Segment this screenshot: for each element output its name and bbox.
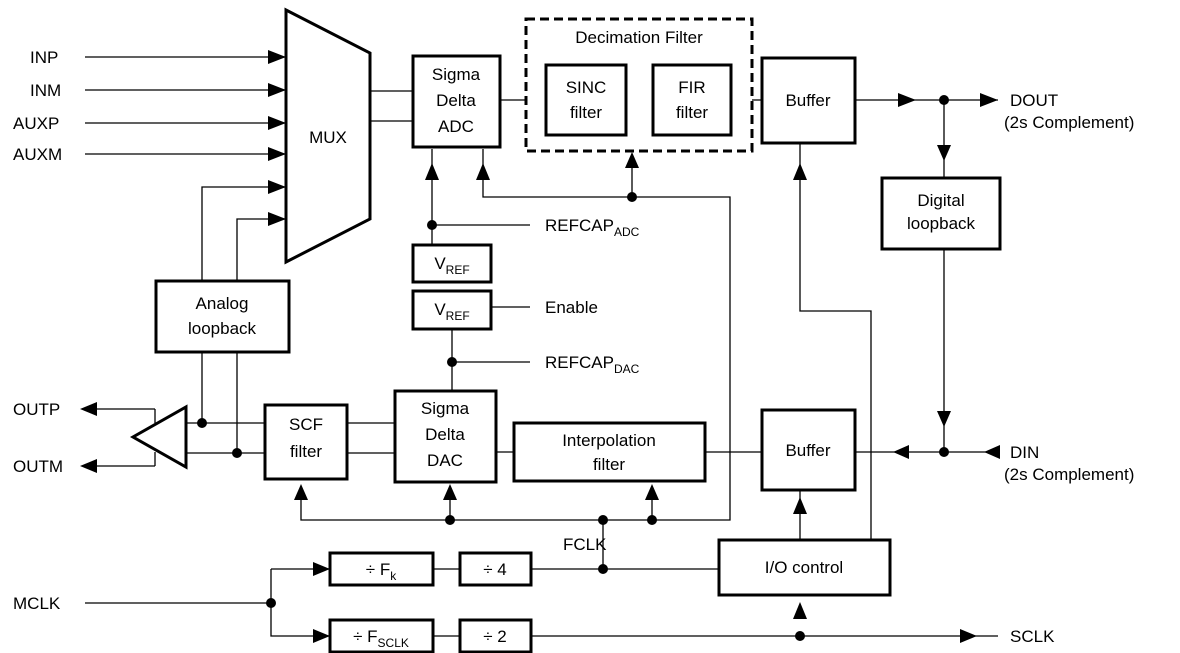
- vref-dac-label: VREF: [434, 300, 469, 323]
- vref-adc-label: VREF: [434, 254, 469, 277]
- mux-block: [284, 7, 372, 265]
- pin-outp-label: OUTP: [13, 400, 60, 419]
- pin-auxp-label: AUXP: [13, 114, 59, 133]
- scf-filter-label-1: SCF: [289, 415, 323, 434]
- buffer-top-label: Buffer: [785, 91, 830, 110]
- wires: [85, 56, 998, 637]
- divider-4-block: [458, 551, 533, 587]
- pin-dout-label: DOUT: [1010, 91, 1058, 110]
- buffer-bottom-label: Buffer: [785, 441, 830, 460]
- pin-outm-label: OUTM: [13, 457, 63, 476]
- digital-loopback-block: [880, 176, 1002, 251]
- enable-label: Enable: [545, 298, 598, 317]
- vref-adc-block: [411, 243, 493, 284]
- adc-label-3: ADC: [438, 117, 474, 136]
- sinc-filter-label-2: filter: [570, 103, 602, 122]
- decimation-filter-group: [524, 17, 754, 153]
- divider-fk-block: [328, 551, 435, 587]
- pin-inp-label: INP: [30, 48, 58, 67]
- analog-loopback-label-1: Analog: [196, 294, 249, 313]
- vref-dac-block: [411, 289, 493, 331]
- sigma-delta-dac-block: [393, 389, 498, 484]
- pin-auxm-label: AUXM: [13, 145, 62, 164]
- fir-filter-label-2: filter: [676, 103, 708, 122]
- pin-mclk-label: MCLK: [13, 594, 61, 613]
- sigma-delta-adc-block: [411, 54, 502, 149]
- divider-fsclk-block: [328, 618, 435, 653]
- interpolation-filter-label-2: filter: [593, 455, 625, 474]
- io-control-block: [717, 538, 892, 597]
- refcap-dac-label: REFCAPDAC: [545, 353, 640, 376]
- dac-label-3: DAC: [427, 451, 463, 470]
- junction-dots: [197, 95, 949, 641]
- divider-2-label: ÷ 2: [483, 627, 507, 646]
- pin-din-note: (2s Complement): [1004, 465, 1134, 484]
- divider-fk-label: ÷ Fk: [366, 560, 397, 583]
- dac-label-2: Delta: [425, 425, 465, 444]
- pin-dout-note: (2s Complement): [1004, 113, 1134, 132]
- sinc-filter-label-1: SINC: [566, 78, 607, 97]
- digital-loopback-label-2: loopback: [907, 214, 976, 233]
- fir-filter-label-1: FIR: [678, 78, 705, 97]
- mux-label: MUX: [309, 128, 347, 147]
- buffer-bottom-block: [760, 408, 857, 492]
- divider-2-block: [458, 618, 533, 653]
- interpolation-filter-block: [512, 421, 707, 483]
- scf-filter-block: [263, 403, 349, 481]
- fir-filter-block: [651, 63, 733, 137]
- interpolation-filter-label-1: Interpolation: [562, 431, 656, 450]
- adc-label-1: Sigma: [432, 65, 481, 84]
- analog-loopback-block: [154, 279, 291, 354]
- digital-loopback-label-1: Digital: [917, 191, 964, 210]
- refcap-adc-label: REFCAPADC: [545, 216, 640, 239]
- pin-sclk-label: SCLK: [1010, 627, 1055, 646]
- decimation-filter-title: Decimation Filter: [575, 28, 703, 47]
- buffer-top-block: [760, 56, 857, 145]
- pin-inm-label: INM: [30, 81, 61, 100]
- io-control-label: I/O control: [765, 558, 843, 577]
- sinc-filter-block: [544, 63, 628, 137]
- dac-label-1: Sigma: [421, 399, 470, 418]
- divider-4-label: ÷ 4: [483, 560, 507, 579]
- divider-fsclk-label: ÷ FSCLK: [353, 627, 409, 650]
- analog-loopback-label-2: loopback: [188, 319, 257, 338]
- adc-label-2: Delta: [436, 91, 476, 110]
- fclk-label: FCLK: [563, 535, 607, 554]
- pin-din-label: DIN: [1010, 443, 1039, 462]
- arrowheads: [80, 50, 1000, 643]
- output-amplifier: [129, 404, 188, 470]
- scf-filter-label-2: filter: [290, 442, 322, 461]
